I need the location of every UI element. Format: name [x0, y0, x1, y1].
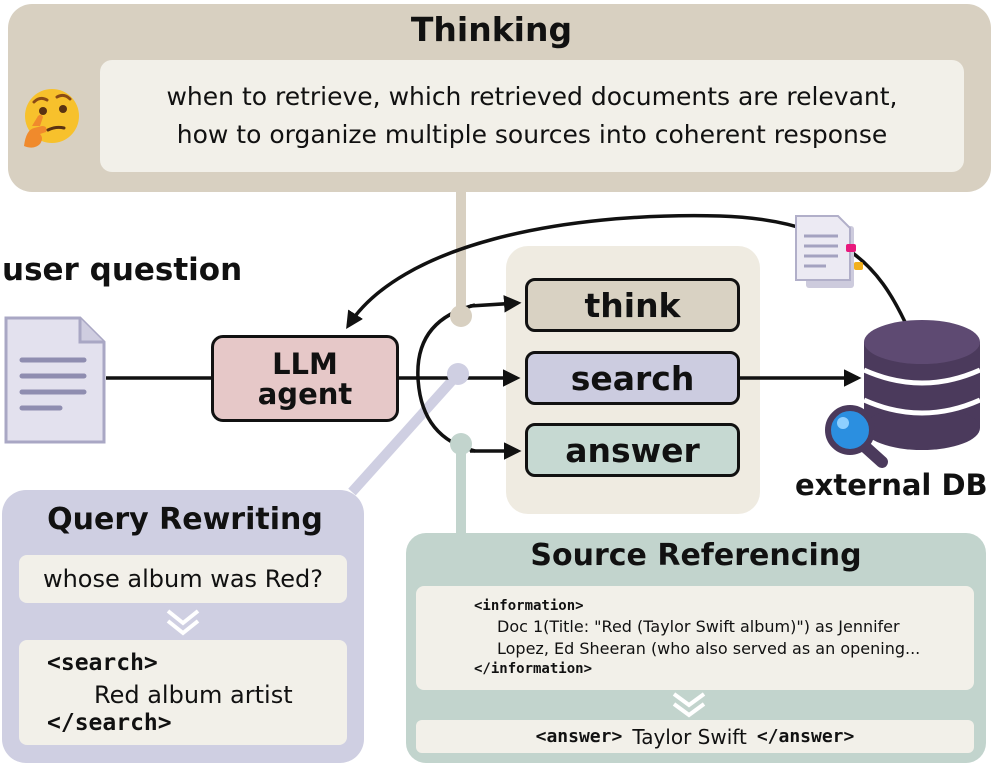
answer-action: answer	[525, 423, 740, 477]
search-action: search	[525, 351, 740, 405]
user-question-label: user question	[2, 252, 243, 288]
think-node	[450, 305, 472, 327]
external-db-label: external DB	[795, 468, 988, 502]
rewritten-query-box	[19, 640, 347, 745]
rewritten-query: Red album artist	[94, 681, 293, 709]
answer-node	[450, 433, 472, 455]
information-close-tag: </information>	[474, 661, 593, 677]
llm-agent-box: LLM agent	[211, 335, 399, 422]
answer-text: Taylor Swift	[632, 724, 747, 749]
information-open-tag: <information>	[474, 598, 584, 614]
chevron-down-icon	[166, 609, 200, 636]
fork-curve	[416, 303, 476, 453]
agent-line-1: LLM	[272, 346, 338, 381]
think-action: think	[525, 278, 740, 332]
source-referencing-title: Source Referencing	[530, 538, 862, 573]
agent-line-2: agent	[257, 376, 353, 411]
query-rewriting-title: Query Rewriting	[47, 502, 323, 537]
document-icon	[4, 316, 106, 444]
search-node	[447, 363, 469, 385]
answer-box: <answer> Taylor Swift </answer>	[416, 720, 974, 753]
magnifier-icon	[825, 405, 888, 468]
search-open-tag: <search>	[47, 650, 158, 676]
thinking-line-2: how to organize multiple sources into co…	[176, 120, 888, 149]
answer-open-tag: <answer>	[535, 726, 623, 747]
answer-close-tag: </answer>	[756, 726, 855, 747]
information-text-line-2: Lopez, Ed Sheeran (who also served as an…	[497, 639, 921, 658]
thinking-face-icon	[24, 89, 79, 148]
database-icon	[862, 320, 982, 450]
to-think-arrow	[469, 295, 522, 313]
query-connector	[348, 370, 462, 496]
original-question: whose album was Red?	[19, 555, 347, 603]
retrieved-document-icon	[795, 215, 863, 288]
db-to-agent-arrow	[346, 213, 907, 329]
thinking-line-1: when to retrieve, which retrieved docume…	[166, 82, 898, 111]
information-text-line-1: Doc 1(Title: "Red (Taylor Swift album)")…	[497, 617, 900, 636]
thinking-title: Thinking	[410, 10, 573, 49]
thinking-description: when to retrieve, which retrieved docume…	[100, 60, 964, 172]
search-close-tag: </search>	[47, 710, 172, 736]
information-box	[416, 586, 974, 690]
chevron-down-icon	[672, 692, 706, 718]
